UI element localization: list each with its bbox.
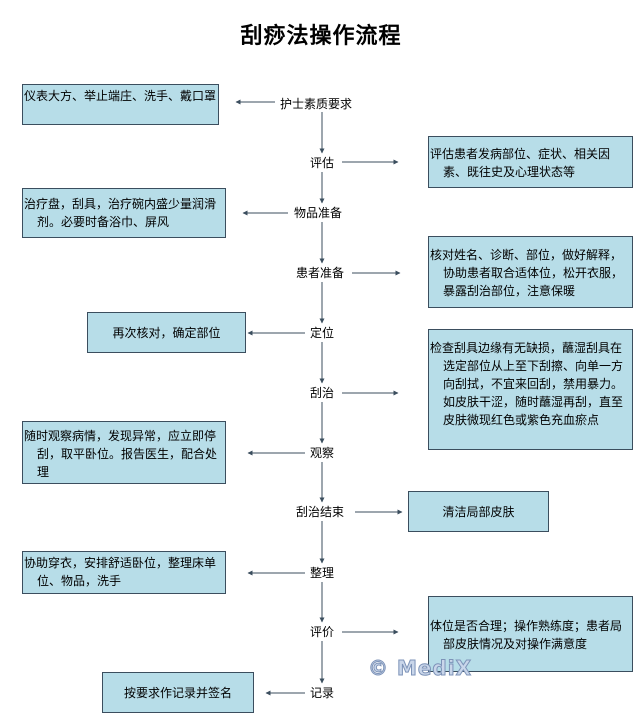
detail-box-assessment: 评估患者发病部位、症状、相关因素、既往史及心理状态等 [428,136,633,188]
detail-box-patient-prep: 核对姓名、诊断、部位，做好解释，协助患者取合适体位，松开衣服，暴露刮治部位，注意… [428,236,633,308]
detail-box-record: 按要求作记录并签名 [102,672,254,713]
detail-box-finish: 清洁局部皮肤 [408,491,549,532]
detail-box-supplies: 治疗盘，刮具，治疗碗内盛少量润滑剂。必要时备浴巾、屏风 [22,188,226,238]
detail-box-nurse-requirements: 仪表大方、举止端庄、洗手、戴口罩 [22,84,219,125]
detail-box-scraping: 检查刮具边缘有无缺损，蘸湿刮具在选定部位从上至下刮擦、向单一方向刮拭，不宜来回刮… [428,329,633,450]
step-label-finish: 刮治结束 [296,505,345,519]
detail-box-evaluation: 体位是否合理；操作熟练度；患者局部皮肤情况及对操作满意度 [428,596,633,672]
detail-box-observation: 随时观察病情，发现异常，应立即停刮，取平卧位。报告医生，配合处理 [22,421,226,484]
page-title: 刮痧法操作流程 [240,24,402,49]
step-label-assessment: 评估 [310,156,335,170]
watermark: © MediX [367,656,473,681]
detail-box-positioning: 再次核对，确定部位 [87,312,246,353]
detail-box-tidy: 协助穿衣，安排舒适卧位，整理床单位、物品，洗手 [22,551,226,594]
step-label-observation: 观察 [310,446,335,460]
step-label-record: 记录 [310,686,335,700]
step-label-evaluation: 评价 [310,625,335,639]
step-label-nurse-requirements: 护士素质要求 [280,97,353,111]
step-label-positioning: 定位 [310,326,335,340]
step-label-scraping: 刮治 [310,386,335,400]
step-label-patient-prep: 患者准备 [296,266,345,280]
step-label-tidy: 整理 [310,566,335,580]
step-label-supplies: 物品准备 [294,206,343,220]
